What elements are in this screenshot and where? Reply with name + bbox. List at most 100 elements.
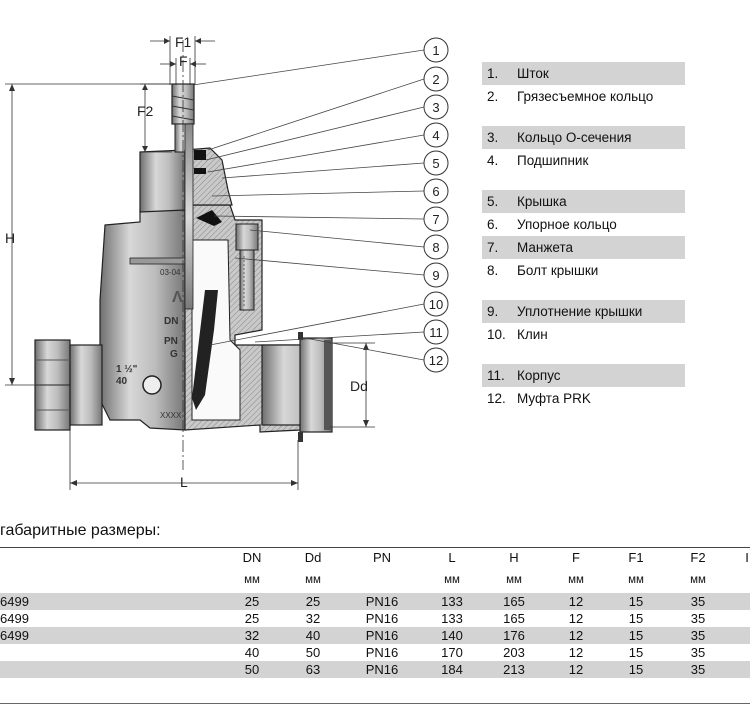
table-row: 6499 32 40 PN16 140 176 12 15 35 — [0, 627, 750, 644]
unit-cell: мм — [690, 574, 706, 586]
value-cell: 213 — [503, 662, 525, 677]
model-cell: 6499 — [0, 628, 29, 643]
col-header-l: L — [448, 550, 456, 565]
dimensions-table: DN Dd PN L H F F1 F2 I мм мм мм мм мм мм… — [0, 548, 750, 678]
table-units-row: мм мм мм мм мм мм мм — [0, 568, 750, 593]
table-bottom-rule — [0, 703, 750, 704]
value-cell: PN16 — [365, 611, 399, 626]
callout-6: 6 — [432, 184, 439, 199]
value-cell: 63 — [305, 662, 321, 677]
value-cell: 12 — [568, 594, 584, 609]
table-row: 40 50 PN16 170 203 12 15 35 — [0, 644, 750, 661]
svg-text:40: 40 — [116, 376, 128, 387]
callout-4: 4 — [432, 128, 439, 143]
unit-cell: мм — [305, 574, 321, 586]
svg-text:1 ½": 1 ½" — [116, 364, 138, 375]
value-cell: 12 — [568, 645, 584, 660]
svg-text:03-04: 03-04 — [160, 268, 181, 277]
table-row: 50 63 PN16 184 213 12 15 35 — [0, 661, 750, 678]
legend-item: 1.Шток — [482, 62, 685, 85]
unit-cell: мм — [628, 574, 644, 586]
value-cell: 25 — [244, 594, 260, 609]
parts-legend: 1.Шток 2.Грязесъемное кольцо 3.Кольцо О-… — [482, 62, 685, 410]
value-cell: 165 — [503, 611, 525, 626]
value-cell: 32 — [305, 611, 321, 626]
legend-item: 10.Клин — [487, 327, 548, 342]
value-cell: 35 — [690, 628, 706, 643]
table-row: 6499 25 25 PN16 133 165 12 15 35 — [0, 593, 750, 610]
legend-item: 9.Уплотнение крышки — [482, 300, 685, 323]
value-cell: 12 — [568, 628, 584, 643]
col-header-f1: F1 — [628, 550, 644, 565]
value-cell: 50 — [244, 662, 260, 677]
value-cell: PN16 — [365, 662, 399, 677]
col-header-cut: I — [745, 550, 749, 565]
value-cell: 133 — [441, 594, 463, 609]
callout-11: 11 — [429, 325, 443, 340]
col-header-dn: DN — [242, 550, 262, 565]
value-cell: 176 — [503, 628, 525, 643]
value-cell: 25 — [305, 594, 321, 609]
legend-item: 7.Манжета — [482, 236, 685, 259]
value-cell: PN16 — [365, 628, 399, 643]
model-cell: 6499 — [0, 594, 29, 609]
dim-label-f: F — [179, 53, 188, 69]
value-cell: 50 — [305, 645, 321, 660]
col-header-dd: Dd — [304, 550, 322, 565]
callout-leaders — [192, 49, 425, 361]
callout-12: 12 — [429, 353, 443, 368]
callout-1: 1 — [432, 43, 439, 58]
svg-text:DN: DN — [164, 316, 178, 327]
legend-item: 2.Грязесъемное кольцо — [487, 89, 654, 104]
valve-body-exterior — [34, 83, 195, 431]
unit-cell: мм — [568, 574, 584, 586]
logo-mark: Λ — [172, 289, 183, 306]
value-cell: 12 — [568, 611, 584, 626]
callout-9: 9 — [432, 268, 439, 283]
col-header-f: F — [572, 550, 580, 565]
svg-text:G: G — [170, 349, 178, 360]
valve-body-section — [184, 123, 333, 442]
callout-10: 10 — [429, 297, 443, 312]
col-header-h: H — [509, 550, 519, 565]
dim-label-dd: Dd — [350, 378, 368, 394]
dimension-lines — [5, 36, 375, 490]
value-cell: 40 — [244, 645, 260, 660]
value-cell: 12 — [568, 662, 584, 677]
col-header-f2: F2 — [690, 550, 706, 565]
svg-text:XXXX: XXXX — [160, 411, 182, 420]
dim-label-f2: F2 — [137, 103, 154, 119]
value-cell: 40 — [305, 628, 321, 643]
value-cell: 165 — [503, 594, 525, 609]
unit-cell: мм — [506, 574, 522, 586]
legend-item: 5.Крышка — [482, 190, 685, 213]
value-cell: 15 — [628, 594, 644, 609]
value-cell: 140 — [441, 628, 463, 643]
value-cell: 133 — [441, 611, 463, 626]
table-header-row: DN Dd PN L H F F1 F2 I — [0, 548, 750, 568]
col-header-pn: PN — [372, 550, 392, 565]
legend-item: 12.Муфта PRK — [487, 391, 591, 406]
value-cell: 32 — [244, 628, 260, 643]
callout-5: 5 — [432, 156, 439, 171]
dim-label-f1: F1 — [175, 34, 192, 50]
value-cell: 15 — [628, 628, 644, 643]
callout-circles — [423, 37, 449, 373]
dimensions-title: габаритные размеры: — [0, 522, 161, 539]
value-cell: 35 — [690, 662, 706, 677]
callout-numbers: 1 2 3 4 5 6 7 8 9 10 11 12 — [429, 43, 443, 368]
value-cell: 170 — [441, 645, 463, 660]
legend-item: 3.Кольцо О-сечения — [482, 126, 685, 149]
value-cell: 35 — [690, 611, 706, 626]
table-top-rule — [0, 547, 750, 548]
body-markings: 03-04 Λ DN PN G 1 ½" 40 XXXX — [116, 268, 183, 420]
svg-text:PN: PN — [164, 336, 178, 347]
value-cell: 15 — [628, 645, 644, 660]
callout-3: 3 — [432, 100, 439, 115]
value-cell: 25 — [244, 611, 260, 626]
value-cell: 15 — [628, 662, 644, 677]
legend-item: 8.Болт крышки — [487, 263, 599, 278]
dimension-arrows — [9, 38, 369, 486]
callout-2: 2 — [432, 72, 439, 87]
value-cell: PN16 — [365, 594, 399, 609]
